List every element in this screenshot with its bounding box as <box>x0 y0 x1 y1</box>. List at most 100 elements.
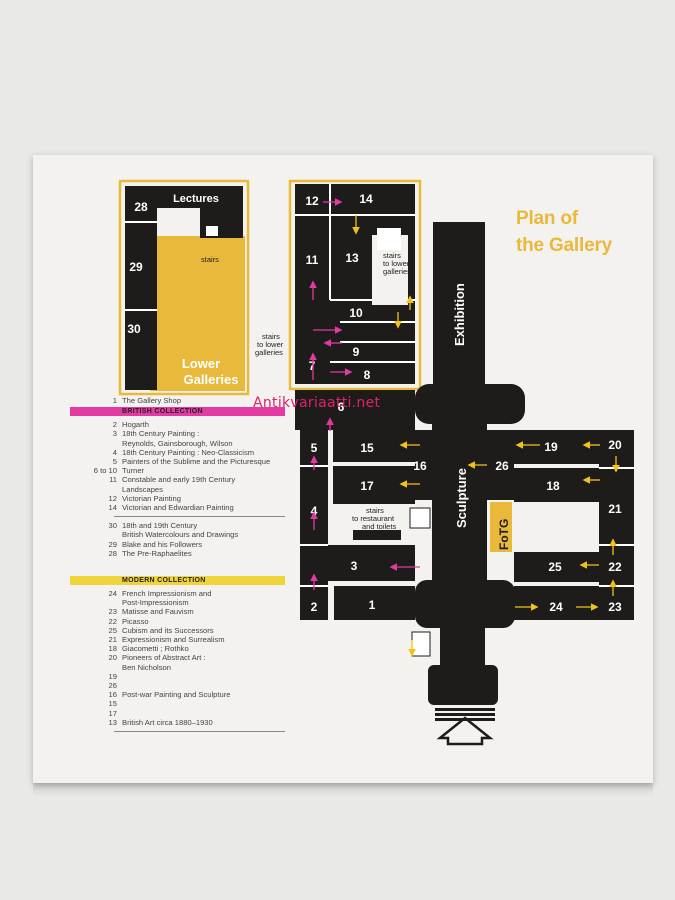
legend-room-description: Picasso <box>122 616 149 626</box>
room-label-20: 20 <box>608 438 622 452</box>
legend-room-description: Victorian and Edwardian Painting <box>122 503 234 513</box>
legend-room-number <box>70 485 122 494</box>
legend-room-description: Turner <box>122 466 145 476</box>
room-26 <box>482 430 514 500</box>
map-title-line2: the Gallery <box>516 235 613 256</box>
legend-room-number: 30 <box>108 521 117 531</box>
legend-room-number: 26 <box>108 681 117 691</box>
entrance-steps <box>435 708 495 746</box>
legend-room-description <box>122 672 285 681</box>
legend-room-description: Victorian Painting <box>122 493 181 503</box>
exhibition-label: Exhibition <box>452 283 467 346</box>
legend-room-number <box>70 530 122 539</box>
legend-room-number: 19 <box>108 671 117 681</box>
legend-room-description: 18th Century Painting : <box>122 429 200 439</box>
room-label-2: 2 <box>311 600 318 614</box>
room-label-13: 13 <box>345 251 359 265</box>
room-label-6: 6 <box>338 400 345 414</box>
legend-room-description <box>122 709 285 718</box>
legend-room-number: 2 <box>112 420 117 430</box>
room-6 <box>295 390 415 430</box>
room-label-23: 23 <box>608 600 622 614</box>
legend-room-number: 24 <box>108 589 117 599</box>
entrance-hall <box>428 665 498 705</box>
legend-room-number: 17 <box>108 708 117 718</box>
legend-row: 16 Post-war Painting and Sculpture <box>70 690 285 699</box>
legend-room-number: 18 <box>108 644 117 654</box>
fotg-label: FoTG <box>497 519 511 550</box>
legend-room-description: Blake and his Followers <box>122 539 203 549</box>
legend-room-description: Matisse and Fauvism <box>122 607 194 617</box>
legend-room-description: French Impressionism and <box>122 589 212 599</box>
legend-room-description: Reynolds, Gainsborough, Wilson <box>122 438 233 448</box>
legend-room-description: Expressionism and Surrealism <box>122 635 225 645</box>
legend-room-description <box>122 681 285 690</box>
legend-room-description: Landscapes <box>122 484 163 494</box>
legend-room-number: 11 <box>109 475 117 485</box>
room-label-28: 28 <box>134 200 148 214</box>
room-label-10: 10 <box>349 306 363 320</box>
map-title-line1: Plan of <box>516 208 578 229</box>
legend-row: 30 18th and 19th Century <box>70 521 285 530</box>
legend-row: 17 <box>70 709 285 718</box>
room-label-8: 8 <box>364 368 371 382</box>
stairs-lower-2a: stairs <box>262 332 280 341</box>
stairs-label-lower: stairs <box>201 255 219 264</box>
lectures-label: Lectures <box>173 193 219 205</box>
legend-room-description <box>122 699 285 708</box>
legend-room-description: Post-Impressionism <box>122 598 189 608</box>
legend-room-number: 22 <box>108 616 117 626</box>
legend-row: Reynolds, Gainsborough, Wilson <box>70 439 285 448</box>
room-label-29: 29 <box>129 260 143 274</box>
lower-galleries-frame <box>118 179 250 396</box>
legend-room-number: 14 <box>108 503 117 513</box>
legend-room-number: 4 <box>112 447 117 457</box>
room-label-9: 9 <box>353 345 360 359</box>
legend-row: Landscapes <box>70 485 285 494</box>
turner-wing-frame <box>288 179 422 391</box>
sculpture-label: Sculpture <box>454 468 469 528</box>
legend-row: 3 18th Century Painting : <box>70 429 285 438</box>
cover-bottom-shadow <box>33 783 653 797</box>
room-label-22: 22 <box>608 560 622 574</box>
fotg-shop <box>490 502 512 552</box>
central-hall <box>415 384 525 424</box>
legend-row: 21 Expressionism and Surrealism <box>70 635 285 644</box>
legend-room-number: 16 <box>108 690 117 700</box>
legend-room-description: Post-war Painting and Sculpture <box>122 690 231 700</box>
legend-room-number: 6 to 10 <box>93 466 117 476</box>
legend-room-description: Ben Nicholson <box>122 662 171 672</box>
legend-room-number: 3 <box>112 429 117 439</box>
legend-room-number <box>70 439 122 448</box>
exhibition-hall <box>433 222 485 387</box>
legend-divider-bottom <box>114 731 285 733</box>
legend-row: 19 <box>70 672 285 681</box>
legend-room-description: 18th and 19th Century <box>122 521 198 531</box>
lower-hall <box>415 580 515 628</box>
legend-room-description: British Art circa 1880–1930 <box>122 717 213 727</box>
legend-room-number: 21 <box>108 635 117 645</box>
room-label-19: 19 <box>544 440 558 454</box>
legend-room-number <box>70 598 122 607</box>
legend-divider <box>114 516 285 518</box>
legend-room-description: Pioneers of Abstract Art : <box>122 653 206 663</box>
legend-row: Post-Impressionism <box>70 598 285 607</box>
legend-room-number: 29 <box>108 539 117 549</box>
legend-room-description: Constable and early 19th Century <box>122 475 236 485</box>
legend-room-description: 18th Century Painting : Neo-Classicism <box>122 447 255 457</box>
lower-galleries-label-1: Lower <box>182 356 220 371</box>
entrance-corridor <box>440 620 485 670</box>
legend-room-number: 5 <box>112 457 117 467</box>
room-label-15: 15 <box>360 441 374 455</box>
room-18 <box>514 468 599 502</box>
stairs-lower-2b: to lower <box>257 340 284 349</box>
stairs-lower-1b: to lower <box>383 259 410 268</box>
legend-row: 6 to 10 Turner <box>70 466 285 475</box>
room-1 <box>334 586 415 620</box>
